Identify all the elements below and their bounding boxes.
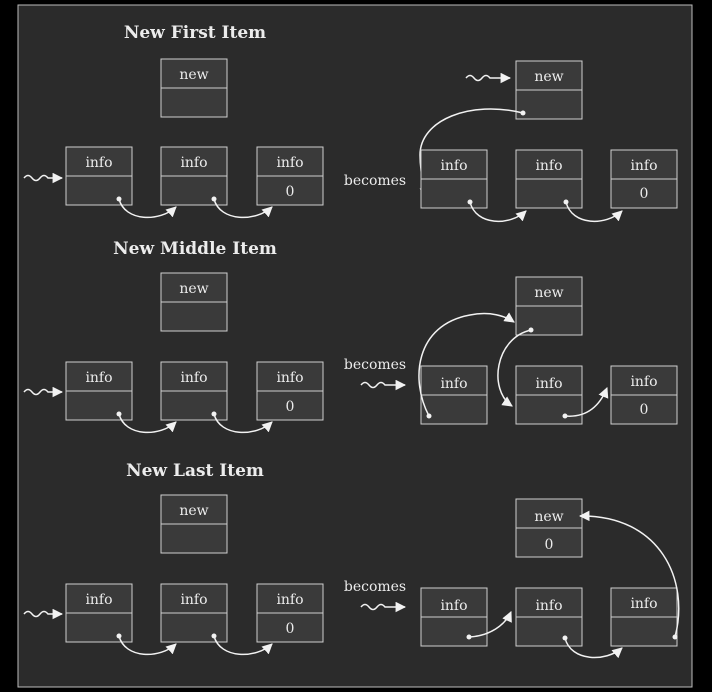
becomes-label: becomes: [344, 579, 406, 595]
link-arrow: [564, 637, 623, 659]
node-label-info: info: [440, 158, 467, 174]
node-label-new: new: [179, 67, 208, 83]
node-label-info: info: [276, 592, 303, 608]
node-label-info: info: [85, 370, 112, 386]
head-pointer-squiggle: [360, 601, 407, 613]
node-new-before-3: new: [160, 494, 228, 554]
section-new-middle-item: New Middle Item new info info info 0: [23, 239, 678, 434]
link-arrow: [118, 198, 177, 219]
head-pointer-squiggle: [23, 386, 64, 398]
node-info-1c: info 0: [256, 146, 324, 206]
link-arrow: [213, 635, 273, 656]
node-info-2f: info 0: [610, 365, 678, 425]
node-info-1b: info: [160, 146, 228, 206]
section-title-new-middle: New Middle Item: [113, 239, 277, 259]
node-label-info: info: [85, 592, 112, 608]
link-arrow: [213, 198, 273, 219]
null-pointer-zero: 0: [286, 621, 295, 637]
node-info-3c: info 0: [256, 583, 324, 643]
diagram-frame: [17, 4, 693, 688]
section-title-new-first: New First Item: [124, 23, 266, 43]
node-info-1f: info 0: [610, 149, 678, 209]
node-label-new: new: [179, 281, 208, 297]
node-label-new: new: [534, 509, 563, 525]
node-new-after-2: new: [515, 276, 583, 336]
node-label-info: info: [535, 376, 562, 392]
node-label-info: info: [630, 374, 657, 390]
node-new-before-2: new: [160, 272, 228, 332]
node-info-1e: info: [515, 149, 583, 209]
link-arrow-from-new: [497, 329, 532, 407]
node-label-new: new: [179, 503, 208, 519]
node-label-new: new: [534, 69, 563, 85]
head-pointer-squiggle: [23, 608, 64, 620]
node-info-1a: info: [65, 146, 133, 206]
node-info-3e: info: [515, 587, 583, 647]
node-new-after-3: new 0: [515, 498, 583, 558]
node-info-1d: info: [420, 149, 488, 209]
node-info-3a: info: [65, 583, 133, 643]
node-label-info: info: [630, 158, 657, 174]
node-new-before-1: new: [160, 58, 228, 118]
node-label-info: info: [276, 155, 303, 171]
node-info-3d: info: [420, 587, 488, 647]
node-info-2b: info: [160, 361, 228, 421]
null-pointer-zero: 0: [286, 184, 295, 200]
node-info-2e: info: [515, 365, 583, 425]
link-arrow: [469, 201, 527, 223]
section-new-first-item: New First Item new info info info 0: [23, 23, 678, 223]
node-label-info: info: [276, 370, 303, 386]
head-pointer-squiggle: [360, 379, 407, 391]
section-title-new-last: New Last Item: [126, 461, 264, 481]
null-pointer-zero: 0: [545, 537, 554, 553]
node-label-info: info: [630, 596, 657, 612]
node-label-info: info: [535, 598, 562, 614]
node-label-info: info: [180, 370, 207, 386]
becomes-label: becomes: [344, 173, 406, 189]
head-pointer-squiggle: [465, 72, 512, 84]
node-label-info: info: [440, 376, 467, 392]
node-label-info: info: [440, 598, 467, 614]
node-info-2d: info: [420, 365, 488, 425]
link-arrow: [564, 387, 609, 417]
null-pointer-zero: 0: [640, 402, 649, 418]
becomes-label: becomes: [344, 357, 406, 373]
link-arrow: [213, 413, 273, 434]
link-arrow-to-new-last: [578, 510, 680, 638]
node-label-new: new: [534, 285, 563, 301]
node-label-info: info: [85, 155, 112, 171]
node-info-2a: info: [65, 361, 133, 421]
link-arrow: [118, 635, 177, 656]
node-info-3b: info: [160, 583, 228, 643]
link-arrow: [565, 201, 623, 223]
node-label-info: info: [180, 155, 207, 171]
section-new-last-item: New Last Item new info info info 0 be: [23, 461, 680, 659]
node-new-after-1: new: [515, 60, 583, 120]
node-label-info: info: [535, 158, 562, 174]
node-info-2c: info 0: [256, 361, 324, 421]
null-pointer-zero: 0: [286, 399, 295, 415]
link-arrow: [468, 611, 512, 638]
node-info-3f: info: [610, 587, 678, 647]
node-label-info: info: [180, 592, 207, 608]
link-arrow-to-new: [418, 312, 515, 417]
head-pointer-squiggle: [23, 172, 64, 184]
link-arrow: [118, 413, 177, 434]
null-pointer-zero: 0: [640, 186, 649, 202]
